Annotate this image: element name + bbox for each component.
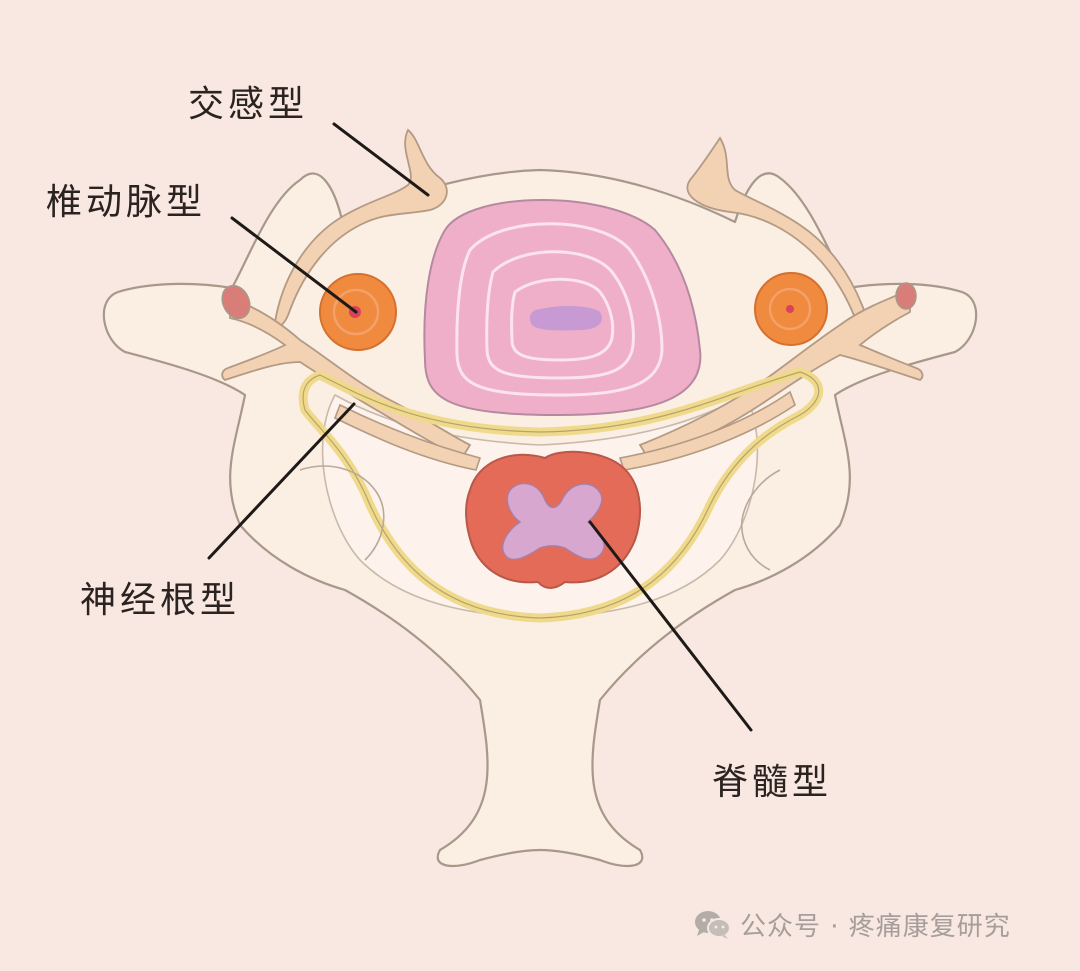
leader-line-vertebral-artery — [230, 216, 358, 314]
label-nerve-root: 神经根型 — [80, 580, 240, 621]
wechat-icon — [694, 909, 732, 941]
nerve-root-left — [333, 403, 482, 471]
vertebral-artery-left-ring — [332, 288, 380, 336]
label-spinal-cord: 脊髓型 — [712, 762, 832, 803]
lateral-mass-left — [299, 465, 385, 561]
label-vertebral-artery: 椎动脉型 — [46, 182, 206, 223]
leader-line-spinal-cord — [588, 520, 753, 732]
label-sympathetic: 交感型 — [188, 84, 308, 125]
disc-ring-3 — [510, 277, 615, 362]
watermark-text: 公众号 · 疼痛康复研究 — [740, 912, 1011, 942]
vertebral-artery-right-ring — [768, 287, 812, 331]
sympathetic-trunk-left — [274, 128, 448, 327]
spinal-nerve-left — [221, 296, 472, 460]
nerve-stump-right — [895, 282, 917, 310]
dura-mater-outline — [302, 371, 820, 619]
spinal-cord-grey-matter — [502, 482, 605, 560]
disc-ring-1 — [455, 222, 664, 397]
leader-line-sympathetic — [332, 122, 430, 197]
disc-ring-2 — [485, 250, 635, 380]
lateral-mass-right — [740, 469, 781, 571]
nerve-stump-left — [221, 284, 251, 320]
leader-line-nerve-root — [207, 402, 356, 560]
vertebral-artery-right-lumen — [786, 305, 794, 313]
watermark: 公众号 · 疼痛康复研究 — [694, 906, 1011, 943]
nucleus-pulposus — [529, 306, 602, 331]
